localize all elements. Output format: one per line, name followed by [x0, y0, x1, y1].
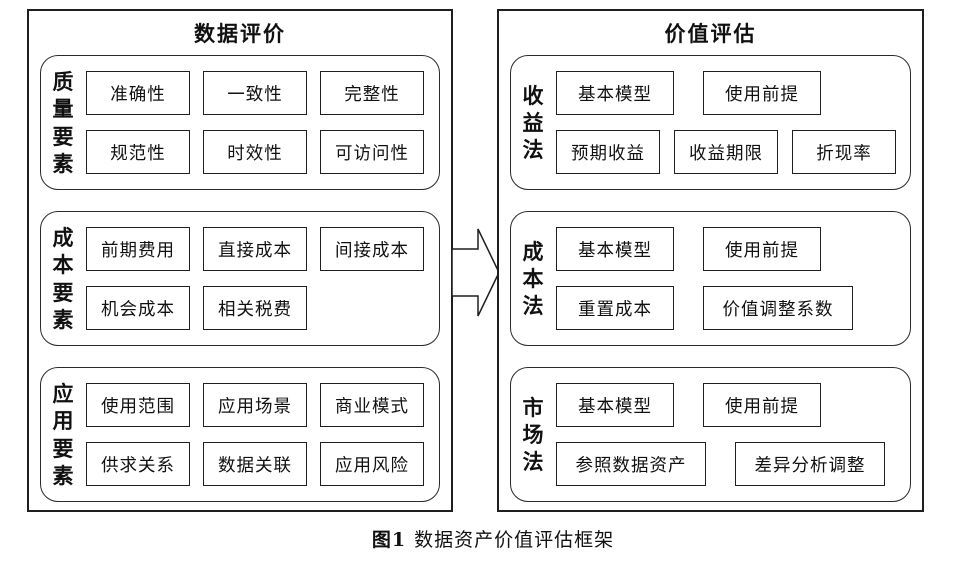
panel-value-assessment: 价值评估 收益法 基本模型 使用前提 预期收益 收益期限 折现率 成本法 基本模… — [497, 9, 924, 512]
group-label-cost-factors: 成本要素 — [52, 224, 74, 332]
group-rows: 前期费用 直接成本 间接成本 机会成本 相关税费 — [86, 227, 429, 330]
factor-box: 规范性 — [86, 130, 190, 174]
group-income-approach: 收益法 基本模型 使用前提 预期收益 收益期限 折现率 — [510, 55, 911, 190]
method-component-box: 参照数据资产 — [556, 442, 706, 486]
method-component-box: 基本模型 — [556, 383, 674, 427]
group-row: 机会成本 相关税费 — [86, 286, 429, 330]
group-row: 供求关系 数据关联 应用风险 — [86, 442, 429, 486]
panel-title-value-assessment: 价值评估 — [664, 21, 757, 46]
group-rows: 使用范围 应用场景 商业模式 供求关系 数据关联 应用风险 — [86, 383, 429, 486]
factor-box: 供求关系 — [86, 442, 190, 486]
group-row: 基本模型 使用前提 — [556, 71, 900, 115]
group-cost-factors: 成本要素 前期费用 直接成本 间接成本 机会成本 相关税费 — [40, 211, 440, 346]
figure-caption: 图1 数据资产价值评估框架 — [0, 525, 954, 552]
factor-box: 时效性 — [203, 130, 307, 174]
group-cost-approach: 成本法 基本模型 使用前提 重置成本 价值调整系数 — [510, 211, 911, 346]
figure-caption-number: 图1 — [371, 529, 407, 551]
group-row: 重置成本 价值调整系数 — [556, 286, 900, 330]
group-label-market-approach: 市场法 — [522, 394, 544, 475]
factor-box: 机会成本 — [86, 286, 190, 330]
method-component-box: 使用前提 — [703, 227, 821, 271]
group-row: 参照数据资产 差异分析调整 — [556, 442, 900, 486]
factor-box: 数据关联 — [203, 442, 307, 486]
group-application-factors: 应用要素 使用范围 应用场景 商业模式 供求关系 数据关联 应用风险 — [40, 367, 440, 502]
group-row: 预期收益 收益期限 折现率 — [556, 130, 900, 174]
group-row: 基本模型 使用前提 — [556, 383, 900, 427]
group-market-approach: 市场法 基本模型 使用前提 参照数据资产 差异分析调整 — [510, 367, 911, 502]
factor-box: 准确性 — [86, 71, 190, 115]
group-row: 基本模型 使用前提 — [556, 227, 900, 271]
method-component-box: 使用前提 — [703, 71, 821, 115]
group-label-quality-factors: 质量要素 — [52, 68, 74, 176]
group-row: 前期费用 直接成本 间接成本 — [86, 227, 429, 271]
method-component-box: 收益期限 — [674, 130, 778, 174]
factor-box: 前期费用 — [86, 227, 190, 271]
method-component-box: 预期收益 — [556, 130, 660, 174]
group-rows: 基本模型 使用前提 预期收益 收益期限 折现率 — [556, 71, 900, 174]
factor-box: 应用场景 — [203, 383, 307, 427]
flow-right-arrow-icon — [451, 228, 500, 317]
group-label-income-approach: 收益法 — [522, 82, 544, 163]
group-rows: 基本模型 使用前提 参照数据资产 差异分析调整 — [556, 383, 900, 486]
group-row: 规范性 时效性 可访问性 — [86, 130, 429, 174]
panel-title-data-evaluation: 数据评价 — [194, 21, 286, 46]
factor-box: 直接成本 — [203, 227, 307, 271]
method-component-box: 差异分析调整 — [735, 442, 885, 486]
panel-data-evaluation: 数据评价 质量要素 准确性 一致性 完整性 规范性 时效性 可访问性 成本要素 — [27, 9, 453, 512]
group-rows: 准确性 一致性 完整性 规范性 时效性 可访问性 — [86, 71, 429, 174]
group-quality-factors: 质量要素 准确性 一致性 完整性 规范性 时效性 可访问性 — [40, 55, 440, 190]
group-row: 准确性 一致性 完整性 — [86, 71, 429, 115]
method-component-box: 重置成本 — [556, 286, 674, 330]
method-component-box: 折现率 — [792, 130, 896, 174]
factor-box: 可访问性 — [320, 130, 424, 174]
figure-caption-text: 数据资产价值评估框架 — [414, 529, 615, 551]
method-component-box: 基本模型 — [556, 227, 674, 271]
group-label-application-factors: 应用要素 — [52, 380, 74, 488]
factor-box: 商业模式 — [320, 383, 424, 427]
method-component-box: 基本模型 — [556, 71, 674, 115]
method-component-box: 使用前提 — [703, 383, 821, 427]
factor-box: 一致性 — [203, 71, 307, 115]
group-row: 使用范围 应用场景 商业模式 — [86, 383, 429, 427]
group-rows: 基本模型 使用前提 重置成本 价值调整系数 — [556, 227, 900, 330]
factor-box: 应用风险 — [320, 442, 424, 486]
method-component-box: 价值调整系数 — [703, 286, 853, 330]
factor-box: 间接成本 — [320, 227, 424, 271]
group-label-cost-approach: 成本法 — [522, 238, 544, 319]
factor-box: 相关税费 — [203, 286, 307, 330]
factor-box: 使用范围 — [86, 383, 190, 427]
factor-box: 完整性 — [320, 71, 424, 115]
